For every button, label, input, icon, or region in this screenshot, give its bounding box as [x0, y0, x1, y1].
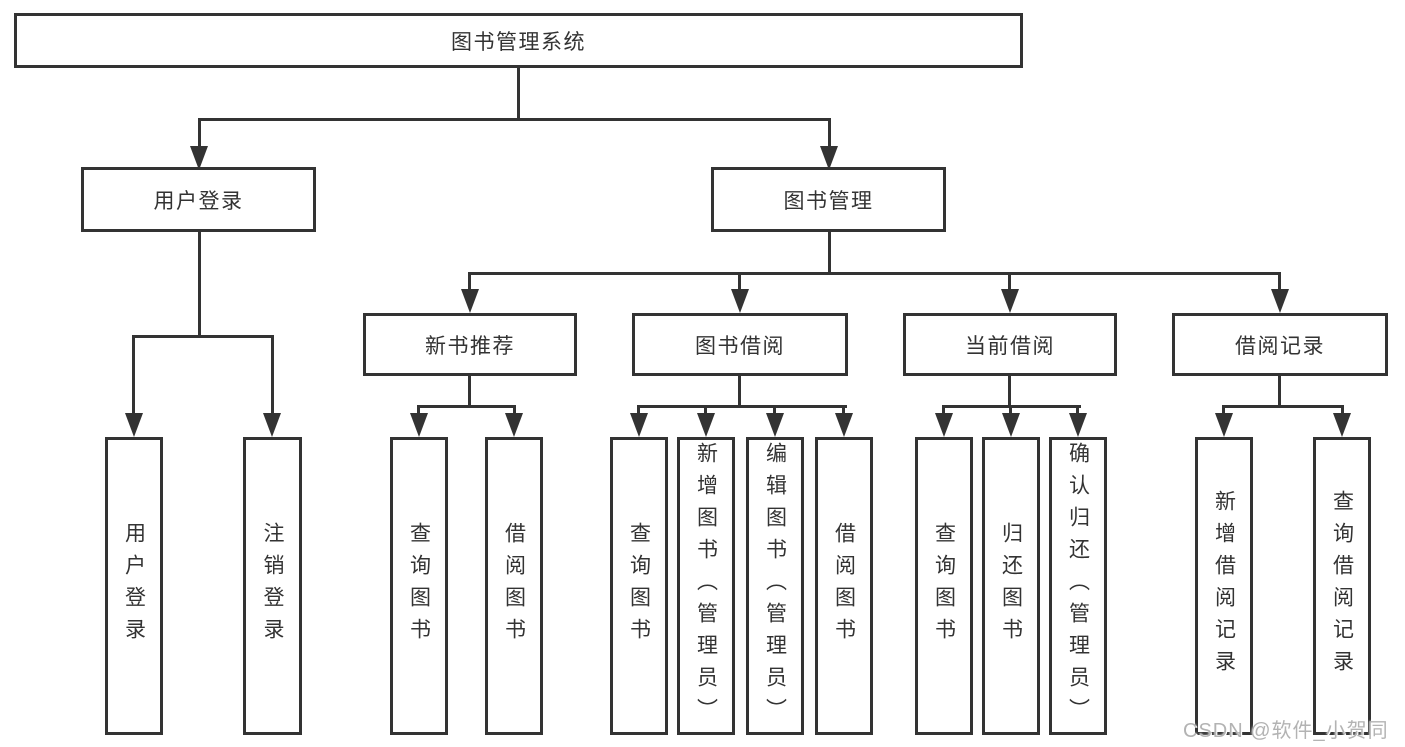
leaf-user-login: 用户登录 — [105, 437, 163, 735]
connector-line — [637, 405, 847, 408]
csdn-watermark: CSDN @软件_小贺同学 — [1183, 720, 1389, 742]
leaf-return-book: 归还图书 — [982, 437, 1040, 735]
connector-line — [132, 335, 274, 338]
connector-line — [1222, 405, 1344, 408]
connector-line — [271, 335, 274, 415]
leaf-borrow-books-recommend: 借阅图书 — [485, 437, 543, 735]
connector-line — [637, 405, 640, 417]
node-library-management-system: 图书管理系统 — [14, 13, 1023, 68]
node-label: 查询图书 — [627, 522, 651, 650]
node-label: 图书管理 — [783, 189, 874, 213]
connector-line — [704, 405, 707, 417]
node-label: 新书推荐 — [425, 334, 515, 358]
leaf-query-borrow-record: 查询借阅记录 — [1313, 437, 1371, 735]
leaf-query-books-borrowing: 查询图书 — [610, 437, 668, 735]
node-label: 新增图书（管理员） — [694, 442, 718, 730]
node-label: 图书借阅 — [695, 334, 785, 358]
arrowhead-icon — [935, 413, 953, 437]
node-label: 当前借阅 — [965, 334, 1055, 358]
connector-line — [1008, 376, 1011, 408]
node-book-borrowing: 图书借阅 — [632, 313, 848, 376]
arrowhead-icon — [190, 146, 208, 170]
connector-line — [198, 118, 201, 148]
node-new-book-recommendation: 新书推荐 — [363, 313, 577, 376]
node-label: 用户登录 — [122, 522, 146, 650]
arrowhead-icon — [1069, 413, 1087, 437]
connector-line — [1222, 405, 1225, 417]
leaf-edit-book-admin: 编辑图书（管理员） — [746, 437, 804, 735]
node-label: 确认归还（管理员） — [1066, 442, 1090, 730]
connector-line — [468, 272, 471, 292]
node-current-borrowing: 当前借阅 — [903, 313, 1117, 376]
node-label: 编辑图书（管理员） — [763, 442, 787, 730]
arrowhead-icon — [820, 146, 838, 170]
node-label: 新增借阅记录 — [1212, 490, 1236, 682]
connector-line — [198, 118, 831, 121]
leaf-query-books-recommend: 查询图书 — [390, 437, 448, 735]
leaf-logout: 注销登录 — [243, 437, 302, 735]
connector-line — [828, 118, 831, 148]
connector-line — [513, 405, 516, 417]
connector-line — [417, 405, 516, 408]
node-label: 借阅记录 — [1235, 334, 1325, 358]
node-label: 查询图书 — [407, 522, 431, 650]
leaf-add-borrow-record: 新增借阅记录 — [1195, 437, 1253, 735]
arrowhead-icon — [630, 413, 648, 437]
node-label: 归还图书 — [999, 522, 1023, 650]
node-label: 借阅图书 — [502, 522, 526, 650]
arrowhead-icon — [1001, 289, 1019, 313]
connector-line — [842, 405, 845, 417]
connector-line — [942, 405, 945, 417]
arrowhead-icon — [461, 289, 479, 313]
arrowhead-icon — [697, 413, 715, 437]
connector-line — [468, 376, 471, 408]
connector-line — [1009, 405, 1012, 417]
connector-line — [417, 405, 420, 417]
connector-line — [1278, 272, 1281, 292]
node-label: 图书管理系统 — [451, 30, 586, 54]
connector-line — [738, 376, 741, 408]
arrowhead-icon — [835, 413, 853, 437]
connector-line — [1008, 272, 1011, 292]
connector-line — [773, 405, 776, 417]
node-user-login: 用户登录 — [81, 167, 316, 232]
leaf-add-book-admin: 新增图书（管理员） — [677, 437, 735, 735]
arrowhead-icon — [731, 289, 749, 313]
arrowhead-icon — [505, 413, 523, 437]
connector-line — [517, 68, 520, 121]
connector-line — [132, 335, 135, 415]
connector-line — [738, 272, 741, 292]
node-book-management: 图书管理 — [711, 167, 946, 232]
leaf-confirm-return-admin: 确认归还（管理员） — [1049, 437, 1107, 735]
connector-line — [468, 272, 1281, 275]
node-label: 用户登录 — [153, 189, 244, 213]
arrowhead-icon — [1271, 289, 1289, 313]
arrowhead-icon — [1215, 413, 1233, 437]
arrowhead-icon — [1333, 413, 1351, 437]
node-label: 查询借阅记录 — [1330, 490, 1354, 682]
connector-line — [198, 232, 201, 338]
leaf-borrow-books-borrowing: 借阅图书 — [815, 437, 873, 735]
node-label: 注销登录 — [261, 522, 284, 650]
arrowhead-icon — [263, 413, 281, 437]
arrowhead-icon — [766, 413, 784, 437]
arrowhead-icon — [1002, 413, 1020, 437]
connector-line — [1341, 405, 1344, 417]
connector-line — [1278, 376, 1281, 408]
leaf-query-books-current: 查询图书 — [915, 437, 973, 735]
arrowhead-icon — [125, 413, 143, 437]
node-borrowing-records: 借阅记录 — [1172, 313, 1388, 376]
node-label: 查询图书 — [932, 522, 956, 650]
arrowhead-icon — [410, 413, 428, 437]
node-label: 借阅图书 — [832, 522, 856, 650]
connector-line — [828, 232, 831, 275]
connector-line — [1076, 405, 1079, 417]
